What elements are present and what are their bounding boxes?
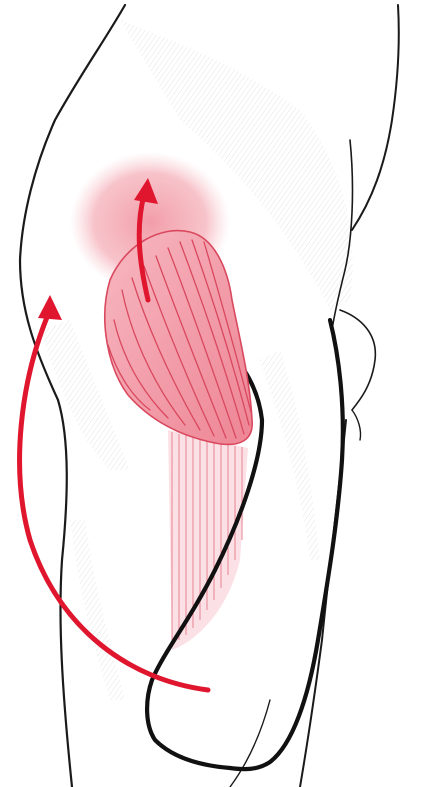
tendon-band [168, 430, 248, 650]
muscle-bundle [105, 231, 252, 445]
